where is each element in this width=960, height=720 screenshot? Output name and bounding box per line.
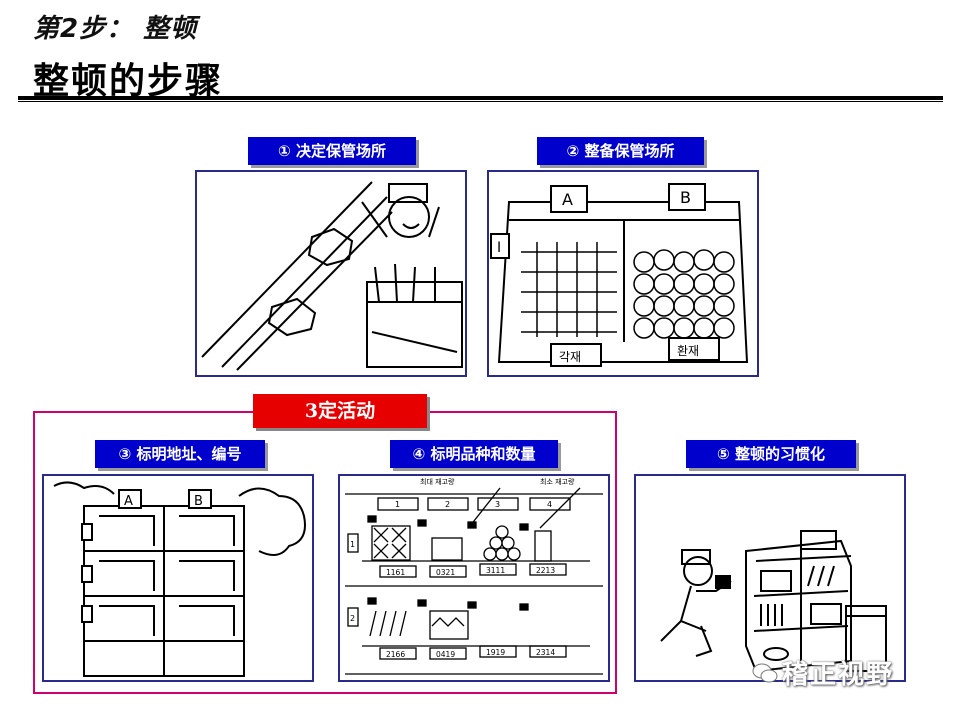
step-4-illustration: 최대 재고량 최소 재고량 1 2 3 4 1 2 1161 0321 3111… <box>338 474 610 682</box>
bottom-label-2: 환재 <box>677 344 699 358</box>
note-min: 최소 재고량 <box>540 477 575 486</box>
code-1919: 1919 <box>486 648 505 657</box>
col-4: 4 <box>547 500 552 509</box>
shelf-letter-a: A <box>124 494 133 509</box>
step-2-illustration: A B I 각재 환재 <box>487 170 759 377</box>
title-rule <box>18 96 943 100</box>
code-2166: 2166 <box>386 650 405 659</box>
title-rule-thin <box>18 101 943 102</box>
col-3: 3 <box>495 500 500 509</box>
col-2: 2 <box>445 500 450 509</box>
step-3-illustration: A B <box>42 474 314 682</box>
side-label: I <box>497 240 501 256</box>
watermark: 稽正视野 <box>782 660 895 690</box>
shelf-letter-b: B <box>194 494 203 509</box>
row-2: 2 <box>350 614 355 623</box>
code-2213: 2213 <box>536 566 555 575</box>
code-0321: 0321 <box>436 568 455 577</box>
wechat-icon <box>752 662 778 684</box>
step-3-label: ③ 标明地址、编号 <box>95 440 265 468</box>
page-title: 整顿的步骤 <box>33 61 224 102</box>
step-5-label: ⑤ 整顿的习惯化 <box>686 440 856 468</box>
bottom-label-1: 각재 <box>559 350 581 364</box>
activities-label: 3定活动 <box>253 394 427 428</box>
bin-label-b: B <box>680 188 691 207</box>
step-title: 第2步： 整顿 <box>33 14 198 44</box>
step-2-label: ② 整备保管场所 <box>537 137 704 165</box>
code-2314: 2314 <box>536 648 555 657</box>
code-3111: 3111 <box>486 566 505 575</box>
row-1: 1 <box>350 540 355 549</box>
code-0419: 0419 <box>436 650 455 659</box>
col-1: 1 <box>395 500 400 509</box>
step-4-label: ④ 标明品种和数量 <box>390 440 558 468</box>
bin-label-a: A <box>562 190 573 209</box>
step-5-illustration <box>634 474 906 682</box>
step-1-illustration <box>195 170 467 377</box>
note-max: 최대 재고량 <box>420 477 455 486</box>
step-1-label: ① 决定保管场所 <box>248 137 416 165</box>
code-1161: 1161 <box>386 568 405 577</box>
